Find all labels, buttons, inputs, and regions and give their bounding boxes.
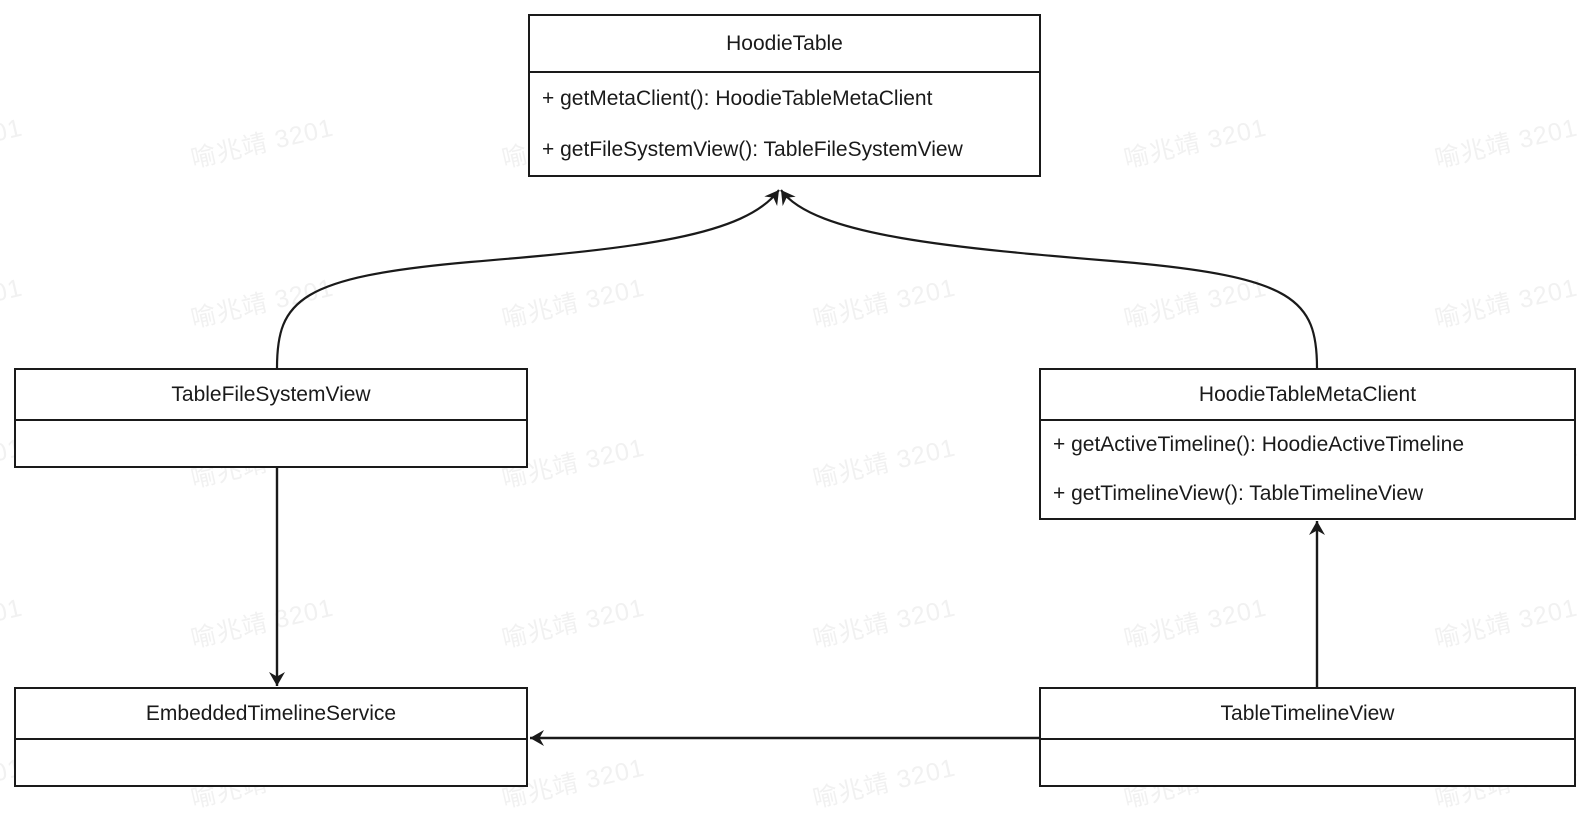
uml-member: + getTimelineView(): TableTimelineView	[1053, 481, 1424, 505]
uml-class-name: TableFileSystemView	[16, 370, 526, 421]
uml-class-table-timeline-view[interactable]: TableTimelineView	[1039, 687, 1576, 787]
uml-class-name: HoodieTable	[530, 16, 1039, 73]
uml-class-name: HoodieTableMetaClient	[1041, 370, 1574, 421]
edge-table-file-system-view-to-hoodie-table	[275, 189, 780, 369]
watermark-text: 喻兆靖 3201	[810, 433, 959, 494]
uml-class-embedded-timeline-service[interactable]: EmbeddedTimelineService	[14, 687, 528, 787]
uml-class-members	[16, 421, 526, 466]
uml-class-table-file-system-view[interactable]: TableFileSystemView	[14, 368, 528, 468]
watermark-text: 喻兆靖 3201	[499, 273, 648, 334]
watermark-text: 喻兆靖 3201	[499, 593, 648, 654]
watermark-text: 喻兆靖 3201	[188, 593, 337, 654]
uml-class-members	[1041, 740, 1574, 785]
uml-class-members: + getMetaClient(): HoodieTableMetaClient…	[530, 73, 1039, 175]
watermark-text: 喻兆靖 3201	[188, 113, 337, 174]
watermark-text: 喻兆靖 3201	[0, 593, 26, 654]
uml-member: + getActiveTimeline(): HoodieActiveTimel…	[1053, 433, 1465, 456]
uml-class-hoodie-table[interactable]: HoodieTable+ getMetaClient(): HoodieTabl…	[528, 14, 1041, 177]
uml-member: + getFileSystemView(): TableFileSystemVi…	[542, 138, 963, 161]
uml-class-members	[16, 740, 526, 785]
uml-class-name: TableTimelineView	[1041, 689, 1574, 740]
watermark-text: 喻兆靖 3201	[810, 273, 959, 334]
uml-member: + getMetaClient(): HoodieTableMetaClient	[542, 87, 933, 110]
watermark-text: 喻兆靖 3201	[1432, 273, 1581, 334]
edge-hoodie-table-meta-client-to-hoodie-table	[780, 189, 1319, 369]
uml-class-members: + getActiveTimeline(): HoodieActiveTimel…	[1041, 421, 1574, 518]
watermark-text: 喻兆靖 3201	[1432, 113, 1581, 174]
watermark-text: 喻兆靖 3201	[1121, 593, 1270, 654]
watermark-text: 喻兆靖 3201	[810, 753, 959, 814]
watermark-text: 喻兆靖 3201	[1121, 273, 1270, 334]
watermark-text: 喻兆靖 3201	[810, 593, 959, 654]
uml-class-hoodie-table-meta-client[interactable]: HoodieTableMetaClient + getActiveTimeline…	[1039, 368, 1576, 520]
uml-class-name: EmbeddedTimelineService	[16, 689, 526, 740]
watermark-text: 喻兆靖 3201	[0, 273, 26, 334]
watermark-text: 喻兆靖 3201	[1121, 113, 1270, 174]
watermark-text: 喻兆靖 3201	[1432, 593, 1581, 654]
watermark-text: 喻兆靖 3201	[0, 113, 26, 174]
watermark-text: 喻兆靖 3201	[188, 273, 337, 334]
